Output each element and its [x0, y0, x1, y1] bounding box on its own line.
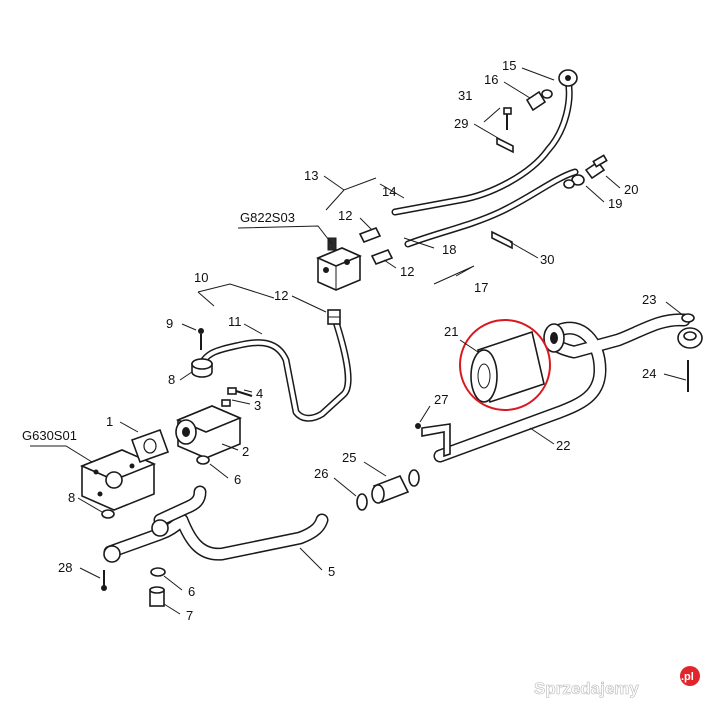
label-30: 30	[540, 252, 554, 267]
label-10: 10	[194, 270, 208, 285]
label-9: 9	[166, 316, 173, 331]
hose-25	[371, 474, 410, 504]
label-21: 21	[444, 324, 458, 339]
callout-labels: G630S01 G822S03 1 2 3 4 5 6 6 7 8 8 9 10…	[22, 58, 656, 623]
label-12-valve: 12	[274, 288, 288, 303]
filter-element-21	[470, 330, 545, 404]
label-28: 28	[58, 560, 72, 575]
filter-flange	[543, 323, 565, 353]
fitting-8-top	[191, 358, 213, 378]
label-12-lower: 12	[400, 264, 414, 279]
label-26: 26	[314, 466, 328, 481]
label-29: 29	[454, 116, 468, 131]
fitting-12-upper	[358, 226, 394, 266]
label-1: 1	[106, 414, 113, 429]
mount-23-24	[677, 313, 703, 392]
fitting-20	[584, 154, 608, 180]
gear-pump-2	[175, 405, 243, 459]
label-13: 13	[304, 168, 318, 183]
fitting-16	[525, 89, 553, 112]
gasket-1	[130, 428, 170, 464]
label-19: 19	[608, 196, 622, 211]
elbow-fitting-15	[558, 69, 578, 87]
label-8-upper: 8	[168, 372, 175, 387]
watermark-text: Sprzedajemy	[534, 679, 639, 698]
highlight-circle	[459, 319, 551, 411]
label-16: 16	[484, 72, 498, 87]
bolt-9	[198, 328, 204, 350]
label-20: 20	[624, 182, 638, 197]
suction-hose-5	[103, 485, 329, 561]
fitting-12-valve	[327, 309, 341, 325]
label-22: 22	[556, 438, 570, 453]
pump-g630s01	[79, 449, 157, 511]
label-2: 2	[242, 444, 249, 459]
label-6-upper: 6	[234, 472, 241, 487]
banjo-fitting-lower	[103, 519, 169, 563]
bolt-31	[503, 107, 512, 130]
watermark-badge	[680, 666, 700, 686]
label-3: 3	[254, 398, 261, 413]
label-4: 4	[256, 386, 263, 401]
label-18: 18	[442, 242, 456, 257]
o-ring-8-lower	[101, 509, 115, 519]
label-17: 17	[474, 280, 488, 295]
label-g822s03: G822S03	[240, 210, 295, 225]
nut-19	[563, 174, 585, 189]
label-23: 23	[642, 292, 656, 307]
bracket-27	[415, 423, 451, 458]
label-7: 7	[186, 608, 193, 623]
label-31: 31	[458, 88, 472, 103]
clamp-29	[496, 136, 514, 154]
leader-lines	[30, 67, 687, 615]
label-6-lower: 6	[188, 584, 195, 599]
label-14: 14	[382, 184, 396, 199]
hydraulic-line-11	[196, 318, 352, 422]
valve-block-g822s03	[315, 237, 363, 291]
o-ring-6-lower	[150, 567, 166, 577]
clamp-26	[356, 469, 420, 511]
watermark: Sprzedajemy .pl	[534, 666, 700, 698]
label-12-upper: 12	[338, 208, 352, 223]
label-27: 27	[434, 392, 448, 407]
label-g630s01: G630S01	[22, 428, 77, 443]
label-5: 5	[328, 564, 335, 579]
plug-7	[149, 586, 165, 607]
bolt-28	[101, 570, 107, 591]
label-15: 15	[502, 58, 516, 73]
clamp-30	[491, 230, 513, 250]
label-24: 24	[642, 366, 656, 381]
label-8-lower: 8	[68, 490, 75, 505]
watermark-badge-text: .pl	[681, 671, 694, 683]
o-ring-6-upper	[196, 455, 210, 465]
label-11: 11	[228, 314, 242, 329]
upper-return-pipes	[391, 76, 579, 248]
label-25: 25	[342, 450, 356, 465]
bolt-3-4	[221, 387, 253, 407]
